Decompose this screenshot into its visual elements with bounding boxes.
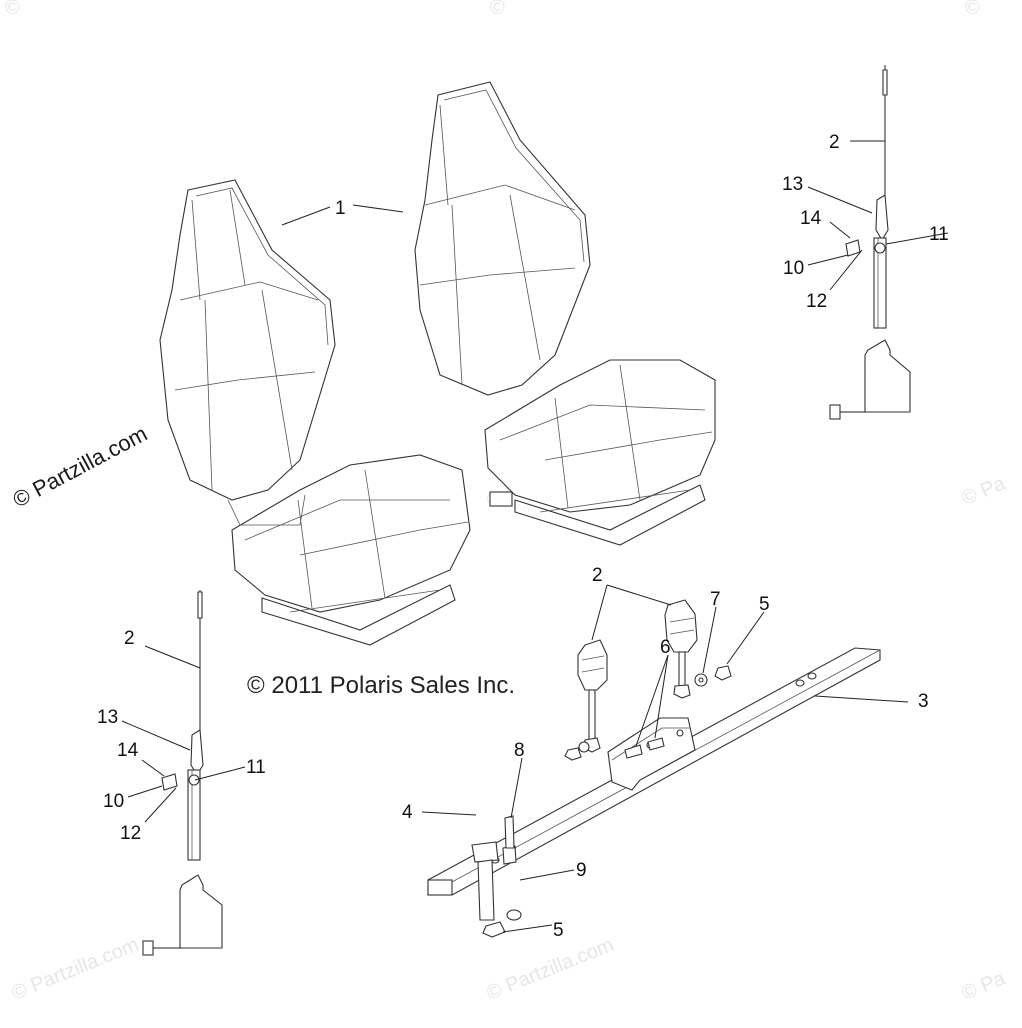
callout-l12: 12 [120, 823, 141, 844]
belt-assembly-upper-right [829, 65, 911, 420]
watermark-top-right: © [965, 0, 980, 19]
buckle-right [664, 599, 698, 699]
callout-l13: 13 [97, 707, 118, 728]
callout-l14: 14 [117, 740, 139, 761]
callouts: 1 2 13 14 11 10 12 2 13 14 11 10 12 2 7 … [97, 132, 949, 941]
watermark-partzilla: © Partzilla.com [9, 421, 152, 513]
callout-crossbar: 3 [918, 691, 929, 712]
watermark-top-left: © [5, 0, 20, 19]
leader-lines [121, 140, 949, 933]
callout-screws: 6 [660, 637, 671, 658]
hardware [471, 665, 732, 938]
watermark-mid-right: © Pa [959, 472, 1010, 509]
callout-washer-bottom: 9 [576, 860, 587, 881]
callout-l10: 10 [103, 791, 124, 812]
belt-assembly-left [142, 590, 223, 956]
watermark-bottom-right: © Pa [959, 967, 1010, 1004]
callout-bolt: 4 [402, 802, 413, 823]
callout-r13: 13 [782, 174, 803, 195]
callout-belt-upper-right: 2 [829, 132, 840, 153]
seat-right [414, 81, 716, 546]
buckle-center [577, 639, 608, 753]
callout-nut-bottom: 5 [553, 920, 564, 941]
callout-r11: 11 [929, 224, 949, 245]
seat-left [159, 179, 471, 646]
crossbar [427, 647, 881, 896]
callout-nut-right: 5 [759, 594, 770, 615]
callout-r10: 10 [783, 258, 804, 279]
callout-washer: 7 [710, 589, 721, 610]
copyright-text: © 2011 Polaris Sales Inc. [247, 672, 515, 699]
watermark-top-center: © [490, 0, 505, 19]
callout-r12: 12 [806, 291, 827, 312]
callout-belt-left: 2 [124, 628, 135, 649]
callout-buckle: 2 [592, 565, 603, 586]
callout-l11: 11 [246, 757, 266, 778]
callout-r14: 14 [800, 208, 822, 229]
callout-seat: 1 [335, 198, 346, 219]
callout-plug: 8 [514, 740, 525, 761]
watermark-bottom-left: © Partzilla.com [9, 934, 142, 1005]
watermark-bottom-center: © Partzilla.com [484, 934, 617, 1005]
